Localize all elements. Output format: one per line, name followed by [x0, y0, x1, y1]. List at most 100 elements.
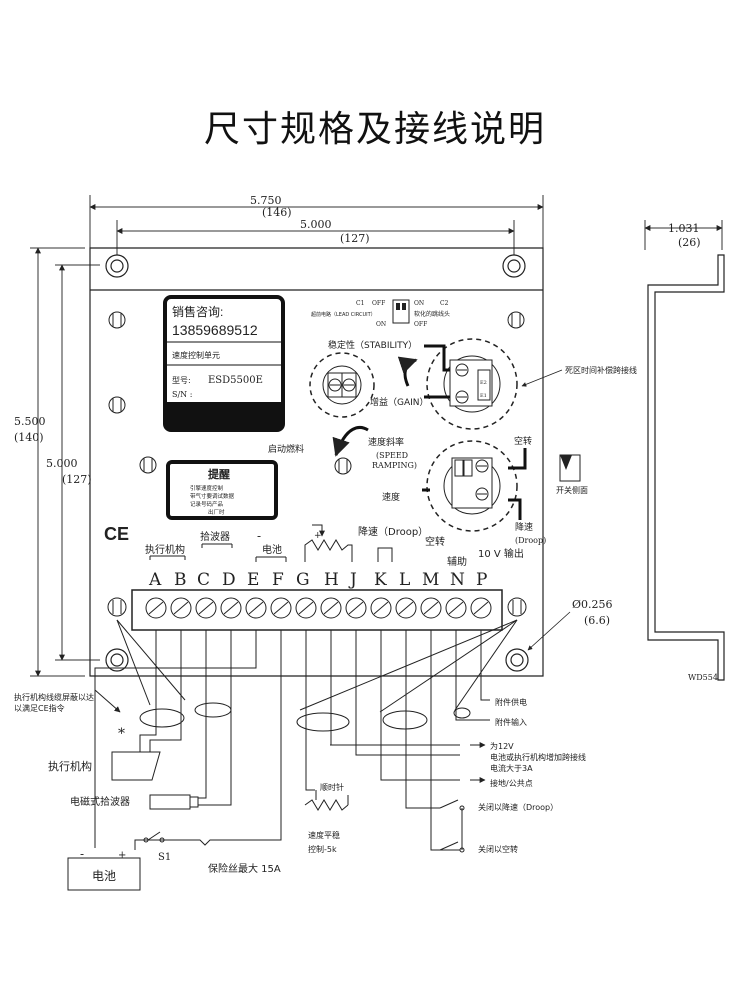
dim-overall-height-mm: (140) [14, 431, 44, 444]
actuator-star: * [118, 726, 125, 742]
shield-note-line2: 以满足CE指令 [14, 703, 65, 713]
terminal-group-labels: 执行机构 拾波器 - 电池 降速（Droop） 空转 辅助 10 V 输出 [145, 525, 524, 568]
terminal-label-m: M [422, 570, 439, 590]
group-battery: 电池 [262, 543, 282, 556]
label-accessory-input: 附件输入 [495, 717, 527, 727]
terminal-label-n: N [450, 570, 465, 590]
model-prefix: 型号: [172, 376, 191, 385]
pot-stability-gain: E2 E1 [397, 338, 518, 430]
reminder-line4: 出厂时 [208, 508, 225, 516]
terminal-screws [145, 597, 492, 619]
terminal-label-g: G [296, 570, 310, 590]
pot-speed-idle [332, 426, 527, 532]
label-close-idle: 关闭以空转 [478, 844, 518, 854]
label-battery-minus: - [80, 847, 84, 861]
cover-screws [108, 311, 525, 475]
label-12v-line3: 电流大于3A [490, 763, 533, 773]
dim-side-depth-mm: (26) [678, 236, 701, 249]
label-close-droop: 关闭以降速（Droop） [478, 802, 558, 812]
reminder-line2: 带气寸要调试数据 [190, 492, 235, 500]
phone-number: 13859689512 [172, 322, 258, 338]
pot-start-fuel [309, 352, 375, 418]
dimension-labels: 5.750 (146) 5.000 (127) 5.500 (140) 5.00… [14, 194, 701, 486]
terminal-label-j: J [348, 570, 357, 590]
dim-hole-width: 5.000 [300, 218, 332, 231]
label-idle-pot: 空转 [514, 435, 532, 447]
switch-c1-off: OFF [372, 300, 385, 307]
mounting-holes [105, 254, 529, 672]
product-label: 销售咨询: 13859689512 速度控制单元 型号: ESD5500E S/… [163, 295, 285, 432]
label-speed-ramping-en2: RAMPING) [372, 461, 417, 470]
model-number: ESD5500E [208, 375, 263, 386]
label-speed-ramping: 速度斜率 [368, 436, 404, 448]
svg-text:+: + [314, 531, 322, 541]
switch-c1-on: ON [376, 321, 386, 328]
external-wiring [67, 619, 518, 891]
label-battery: 电池 [92, 869, 116, 883]
dim-hole-height: 5.000 [46, 457, 78, 470]
label-speed-trim-1: 速度平稳 [308, 830, 340, 840]
terminal-label-l: L [399, 570, 410, 590]
switch-c1-desc: 超前电路（LEAD CIRCUIT） [311, 311, 376, 318]
control-unit-outline [89, 247, 544, 677]
terminal-label-h: H [324, 570, 339, 590]
label-actuator: 执行机构 [48, 759, 92, 773]
ce-mark: CE [104, 524, 129, 544]
terminal-label-p: P [476, 570, 487, 590]
group-pickup: 拾波器 [200, 530, 230, 543]
switch-c2-desc: 软化的跳线头 [414, 310, 450, 318]
shield-note-line1: 执行机构线缆屏蔽以达 [14, 692, 94, 702]
dip-switch-block: C1 OFF 超前电路（LEAD CIRCUIT） ON ON C2 软化的跳线… [311, 299, 450, 328]
label-12v-line2: 电池或执行机构增加跨接线 [490, 752, 586, 762]
dim-overall-height: 5.500 [14, 415, 46, 428]
group-idle: 空转 [425, 535, 445, 548]
label-speed-trim-2: 控制-5k [308, 844, 337, 854]
group-10v-output: 10 V 输出 [478, 547, 524, 560]
label-dead-time: 死区时间补偿跨接线 [565, 365, 637, 375]
label-12v-line1: 为12V [490, 741, 514, 751]
unit-name: 速度控制单元 [172, 350, 220, 360]
page-title: 尺寸规格及接线说明 [203, 109, 546, 150]
label-ground: 接地/公共点 [490, 778, 533, 788]
label-mag-pickup: 电磁式拾波器 [70, 795, 130, 808]
dim-overall-width-mm: (146) [262, 206, 292, 219]
terminal-label-d: D [222, 570, 236, 590]
label-droop-pot: 降速 [515, 521, 533, 533]
switch-c1: C1 [356, 300, 364, 307]
terminal-strip [107, 589, 527, 631]
svg-text:E2: E2 [480, 380, 487, 386]
switch-c2-on: ON [414, 300, 424, 307]
terminal-label-a: A [148, 570, 162, 590]
label-clockwise: 顺时针 [320, 782, 344, 792]
group-aux: 辅助 [447, 555, 467, 568]
side-view-code: WD554 [688, 673, 718, 682]
label-speed-pot: 速度 [382, 491, 400, 503]
serial-number: S/N : [172, 390, 192, 399]
terminal-label-e: E [247, 570, 259, 590]
terminal-letters: A B C D E F G H J K L M N P [148, 570, 487, 590]
dim-overall-width: 5.750 [250, 194, 282, 207]
label-s1: S1 [158, 852, 171, 863]
svg-text:E1: E1 [480, 393, 487, 399]
switch-side-icon [559, 454, 581, 482]
group-droop: 降速（Droop） [358, 525, 428, 538]
terminal-label-k: K [374, 570, 387, 590]
sales-inquiry-text: 销售咨询: [172, 304, 223, 319]
label-battery-plus: + [118, 850, 126, 861]
group-actuator: 执行机构 [145, 543, 185, 556]
dim-hole-dia: Ø0.256 [572, 598, 613, 611]
terminal-label-f: F [272, 570, 284, 590]
dim-hole-height-mm: (127) [62, 473, 92, 486]
label-start-fuel: 启动燃料 [268, 443, 304, 455]
label-gain: 增益（GAIN） [370, 396, 429, 408]
pot-labels: 稳定性（STABILITY） 增益（GAIN） 死区时间补偿跨接线 启动燃料 速… [268, 339, 637, 545]
label-speed-ramping-en1: (SPEED [376, 451, 408, 460]
reminder-title: 提醒 [208, 467, 230, 481]
side-view [647, 254, 725, 681]
switch-c2: C2 [440, 300, 449, 307]
label-accessory-power: 附件供电 [495, 697, 527, 707]
label-switch-side: 开关侧面 [556, 485, 588, 495]
label-droop-pot-en: (Droop) [515, 536, 546, 545]
reminder-line1: 引擎速度控制 [190, 484, 224, 492]
reminder-line3: 记录号码产品 [190, 500, 224, 508]
